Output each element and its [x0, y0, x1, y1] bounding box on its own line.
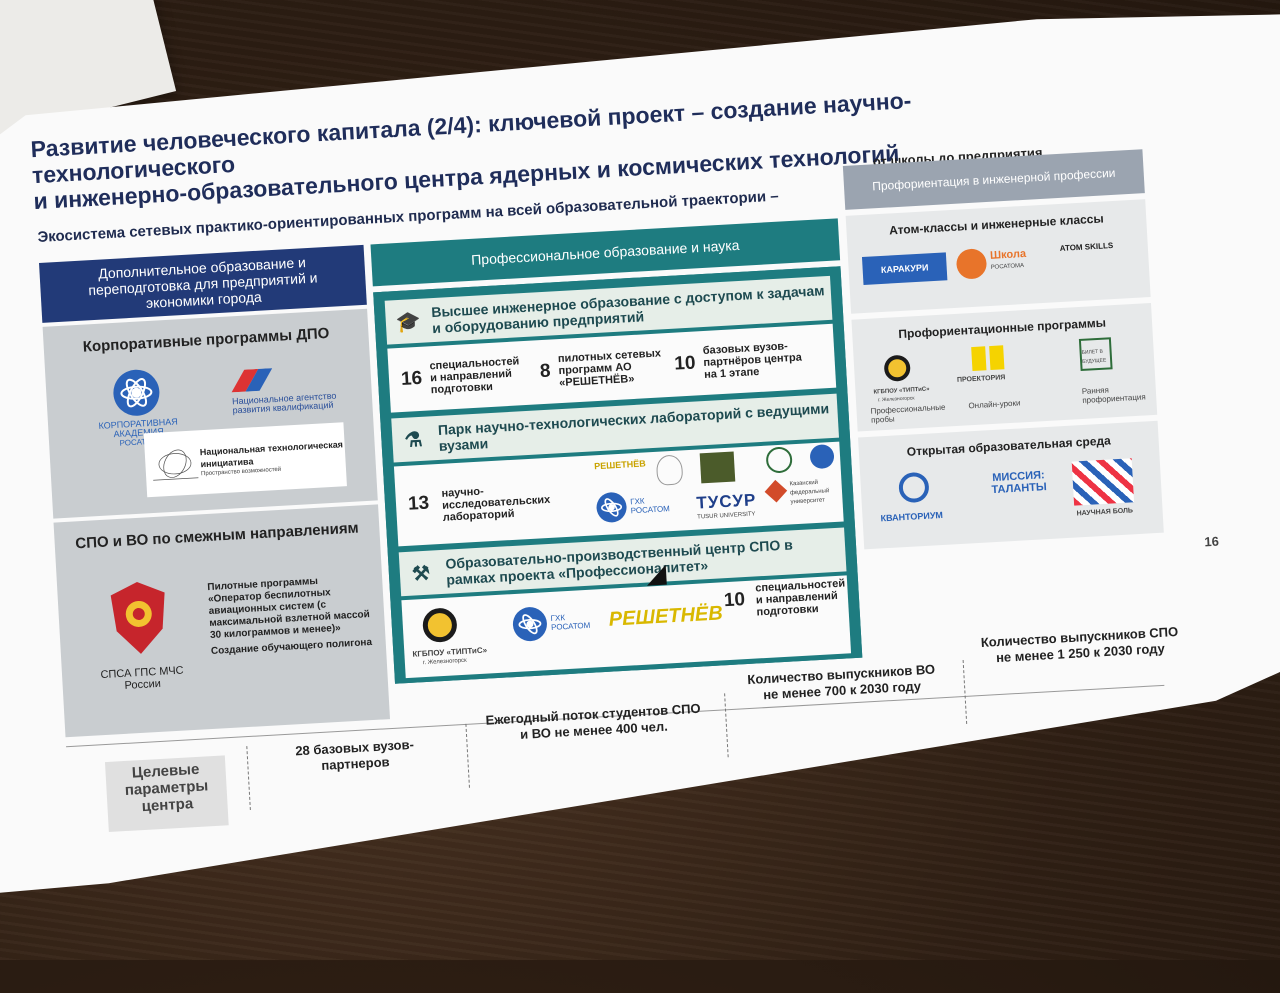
targets-divider-4	[962, 659, 968, 724]
nti-logo: Национальная технологическая инициатива …	[143, 422, 347, 498]
spsa-label: СПСА ГПС МЧС России	[100, 664, 184, 692]
tusur-sub-label: TUSUR UNIVERSITY	[697, 511, 756, 521]
targets-label: Целевые параметры центра	[104, 755, 229, 832]
targets-divider-1	[246, 746, 251, 811]
target-student-flow: Ежегодный поток студентов СПО и ВО не ме…	[485, 700, 701, 742]
kfu-label: Казанский федеральный университет	[789, 479, 830, 506]
gkh-atom-icon	[595, 491, 628, 524]
blue-university-icon	[809, 443, 835, 470]
stat-specialties-value: 16	[400, 367, 423, 390]
proektoria-logo: ПРОЕКТОРИЯ	[956, 374, 1006, 384]
nark-flag-icon	[231, 368, 273, 393]
emergency-emblem-icon	[110, 582, 165, 654]
labs-park-stats: 13 научно-исследовательских лабораторий …	[393, 441, 844, 547]
stat-pilot-programs-value: 8	[539, 360, 552, 383]
stat-partner-universities-value: 10	[673, 352, 697, 375]
bilet-label: БИЛЕТ В БУДУЩЕЕ	[1081, 348, 1107, 365]
pilot-text: Пилотные программы «Оператор беспилотных…	[207, 575, 371, 642]
targets-divider-2	[465, 723, 470, 788]
tiptis-logo-icon-2	[883, 354, 911, 382]
caption-early-orientation: Ранняя профориентация	[1081, 385, 1146, 405]
nauchnaya-logo-icon	[1071, 458, 1135, 506]
atom-classes-title: Атом-классы и инженерные классы	[888, 211, 1104, 238]
corp-academy-logo: КОРПОРАТИВНАЯ АКАДЕМИЯ РОСАТОМ	[75, 366, 199, 450]
graduation-cap-icon: 🎓	[395, 310, 422, 335]
pilot-programs: Пилотные программы «Оператор беспилотных…	[207, 573, 376, 658]
university-crest-icon	[655, 454, 684, 486]
dpo-panel: Корпоративные программы ДПО КОРПОРАТИВНА…	[42, 308, 378, 519]
targets-divider-3	[724, 693, 729, 758]
shkola-logo-icon	[955, 248, 988, 280]
stat-pilot-programs-label: пилотных сетевых программ АО «РЕШЕТНЁВ»	[557, 347, 662, 390]
city-label: г. Железногорск	[422, 657, 467, 667]
reshetnev-mark-icon: ◢	[645, 557, 668, 589]
spo-title: СПО и ВО по смежным направлениям	[74, 519, 360, 553]
polytech-logo-icon	[699, 451, 736, 484]
missiya-logo: МИССИЯ: ТАЛАНТЫ	[991, 469, 1048, 497]
spsa-logo: СПСА ГПС МЧС России	[77, 575, 203, 695]
rosatom-atom-icon	[112, 368, 161, 417]
caption-prof-probes: Профессиональные пробы	[870, 402, 946, 425]
proektoria-bar-1	[971, 346, 987, 372]
flask-icon: ⚗	[403, 428, 424, 452]
reshetnev-small-logo: РЕШЕТНЁВ	[593, 458, 647, 472]
page-number: 16	[1203, 533, 1220, 550]
tiptis-logo-icon	[421, 607, 458, 644]
stat-spo-specialties-value: 10	[723, 589, 746, 612]
gkh-label-group-2: ГХК РОСАТОМ	[550, 612, 590, 632]
target-spo-graduates: Количество выпускников СПО не менее 1 25…	[980, 623, 1179, 666]
open-env-title: Открытая образовательная среда	[906, 433, 1112, 459]
spo-panel: СПО и ВО по смежным направлениям СПСА ГП…	[53, 504, 391, 738]
stat-partner-universities-label: базовых вузов-партнёров центра на 1 этап…	[702, 340, 803, 382]
nark-logo: Национальное агентство развития квалифик…	[230, 364, 347, 415]
stat-spo-specialties-label: специальностей и направлений подготовки	[754, 577, 846, 619]
nti-graph-icon	[153, 449, 199, 481]
atom-classes-panel: Атом-классы и инженерные классы КАРАКУРИ…	[845, 199, 1151, 314]
nark-label: Национальное агентство развития квалифик…	[231, 390, 337, 416]
nauchnaya-label: НАУЧНАЯ БОЛЬ	[1076, 507, 1134, 518]
shkola-label: Школа	[989, 247, 1027, 262]
kvantorium-label: КВАНТОРИУМ	[880, 509, 944, 524]
target-partner-universities: 28 базовых вузов-партнеров	[294, 736, 415, 773]
caption-online-lessons: Онлайн-уроки	[968, 398, 1021, 411]
kfu-logo-icon	[764, 479, 788, 503]
center-panel: 🎓 Высшее инженерное образование с доступ…	[373, 266, 863, 684]
prof-center-stats: КГБПОУ «ТИПТиС» г. Железногорск ГХК РОСА…	[401, 557, 852, 679]
gkh-atom-icon-2	[512, 606, 548, 643]
dpo-title: Корпоративные программы ДПО	[82, 324, 330, 356]
rosatom-label: РОСАТОМ	[630, 504, 671, 516]
prof-programs-panel: Профориентационные программы КГБПОУ «ТИП…	[851, 302, 1158, 432]
reshetnev-logo: РЕШЕТНЁВ	[608, 602, 724, 631]
karakuri-logo: КАРАКУРИ	[861, 252, 948, 285]
kvantorium-logo-icon	[898, 471, 930, 504]
stat-specialties-label: специальностей и направлений подготовки	[429, 355, 520, 397]
stat-labs-value: 13	[407, 492, 430, 515]
shkola-sub-label: РОСАТОМА	[990, 262, 1025, 271]
robot-arm-icon: ⚒	[411, 562, 431, 586]
green-wreath-icon	[765, 446, 793, 474]
gkh-label-group: ГХК РОСАТОМ	[630, 495, 671, 516]
rosatom-label-2: РОСАТОМ	[550, 620, 591, 632]
open-env-panel: Открытая образовательная среда КВАНТОРИУ…	[858, 420, 1164, 550]
atomskills-logo: ATOM SKILLS	[1059, 240, 1114, 253]
stat-labs-label: научно-исследовательских лабораторий	[441, 485, 551, 524]
proektoria-bar-2	[989, 345, 1005, 371]
